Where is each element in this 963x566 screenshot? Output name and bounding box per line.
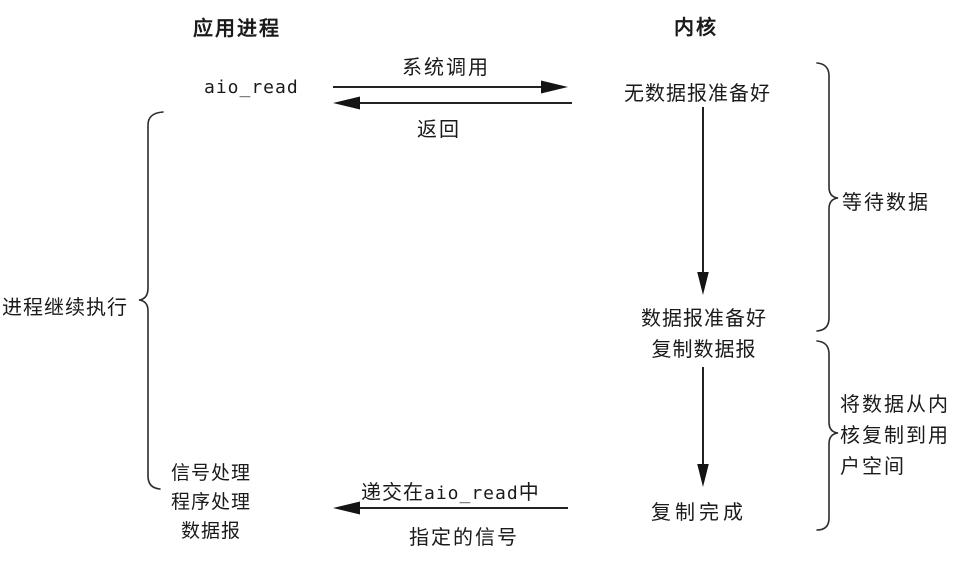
signal-arrow-label-bottom: 指定的信号 <box>409 527 519 549</box>
datagram-ready-state: 数据报准备好 复制数据报 <box>623 304 785 366</box>
signal-handler-line: 信号处理 <box>170 463 251 484</box>
syscall-arrow-label: 系统调用 <box>402 57 490 79</box>
copy-data-label-line: 将数据从内 <box>840 394 950 416</box>
wait-data-label: 等待数据 <box>842 192 930 214</box>
datagram-ready-line: 复制数据报 <box>651 339 757 361</box>
signal-label-code: aio_read <box>424 483 519 504</box>
copy-complete-state: 复制完成 <box>651 502 747 524</box>
signal-handler-state: 信号处理 程序处理 数据报 <box>155 459 267 546</box>
return-arrow-label: 返回 <box>417 119 461 141</box>
copy-data-brace <box>816 340 839 531</box>
copy-data-label: 将数据从内 核复制到用 户空间 <box>840 390 950 483</box>
wait-data-brace <box>816 62 839 332</box>
process-continues-brace <box>138 111 164 490</box>
kernel-column-header: 内核 <box>674 17 718 39</box>
kernel-wait-arrow <box>697 107 709 295</box>
copy-data-label-line: 户空间 <box>840 456 906 478</box>
signal-handler-line: 数据报 <box>180 521 241 542</box>
app-column-header: 应用进程 <box>193 18 281 40</box>
signal-label-suffix: 中 <box>518 482 540 504</box>
syscall-arrow <box>333 80 568 94</box>
signal-arrow <box>333 501 568 515</box>
signal-handler-line: 程序处理 <box>170 492 251 513</box>
signal-label-prefix: 递交在 <box>361 482 424 504</box>
copy-data-label-line: 核复制到用 <box>840 425 950 447</box>
signal-arrow-label-top: 递交在aio_read中 <box>361 476 540 505</box>
kernel-copy-arrow <box>697 367 709 487</box>
aio-read-call: aio_read <box>204 77 299 98</box>
process-continues-label: 进程继续执行 <box>2 297 128 319</box>
datagram-ready-line: 数据报准备好 <box>641 308 767 330</box>
no-datagram-state: 无数据报准备好 <box>624 83 771 105</box>
return-arrow <box>333 96 572 110</box>
